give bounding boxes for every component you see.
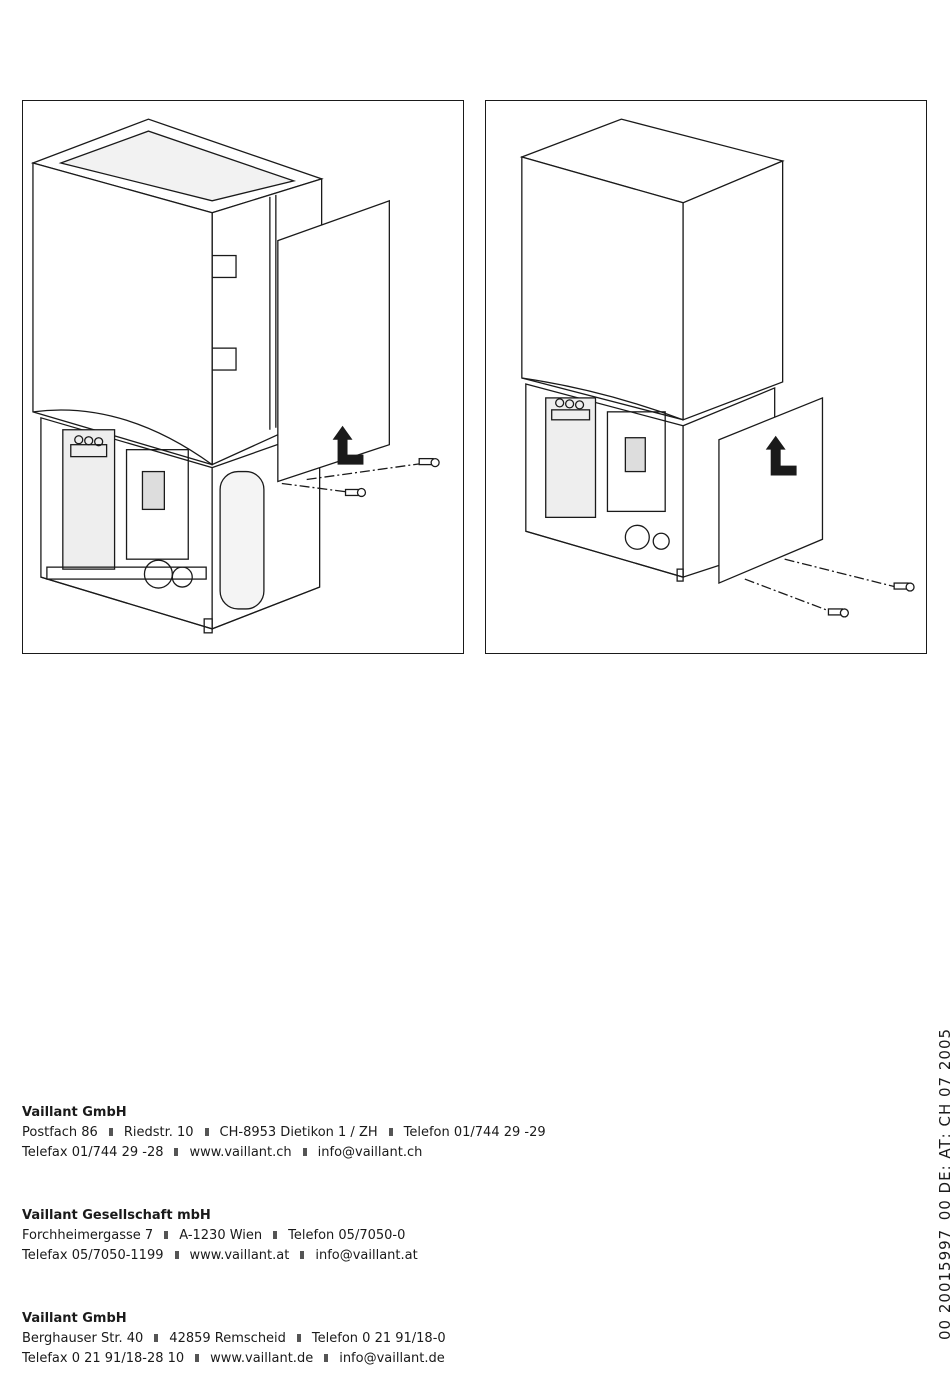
address-email[interactable]: info@vaillant.ch — [317, 1145, 423, 1160]
address-line-2: Telefax 01/744 29 -28 www.vaillant.ch info… — [22, 1143, 546, 1163]
address-line-1: Berghauser Str. 40 42859 Remscheid Telefon… — [22, 1329, 446, 1349]
address-line-2: Telefax 0 21 91/18-28 10 www.vaillant.de i… — [22, 1349, 446, 1369]
separator-icon — [154, 1334, 159, 1342]
separator-icon — [296, 1334, 301, 1342]
address-phone: Telefon 0 21 91/18-0 — [311, 1331, 446, 1346]
address-fax: Telefax 01/744 29 -28 — [22, 1145, 164, 1160]
address-block-at: Vaillant Gesellschaft mbH Forchheimergas… — [22, 1206, 418, 1266]
address-street: Riedstr. 10 — [123, 1125, 194, 1140]
address-phone: Telefon 01/744 29 -29 — [403, 1125, 546, 1140]
address-block-ch: Vaillant GmbH Postfach 86 Riedstr. 10 CH-8… — [22, 1103, 546, 1163]
address-street: Berghauser Str. 40 — [22, 1331, 144, 1346]
address-fax: Telefax 05/7050-1199 — [22, 1248, 164, 1263]
address-city: 42859 Remscheid — [169, 1331, 286, 1346]
address-line-2: Telefax 05/7050-1199 www.vaillant.at info@… — [22, 1246, 418, 1266]
address-email[interactable]: info@vaillant.de — [339, 1351, 445, 1366]
separator-icon — [324, 1354, 329, 1362]
separator-icon — [273, 1231, 278, 1239]
separator-icon — [204, 1128, 209, 1136]
heat-pump-lower-panel-removal-icon — [519, 118, 915, 618]
figure-left — [22, 100, 464, 654]
company-name: Vaillant GmbH — [22, 1105, 127, 1120]
address-line-1: Forchheimergasse 7 A-1230 Wien Telefon 05/… — [22, 1226, 418, 1246]
address-postbox: Postfach 86 — [22, 1125, 98, 1140]
separator-icon — [388, 1128, 393, 1136]
separator-icon — [108, 1128, 113, 1136]
address-fax: Telefax 0 21 91/18-28 10 — [22, 1351, 185, 1366]
address-website[interactable]: www.vaillant.de — [210, 1351, 314, 1366]
address-block-de: Vaillant GmbH Berghauser Str. 40 42859 Re… — [22, 1309, 446, 1369]
separator-icon — [302, 1148, 307, 1156]
document-code: 00 20015997_00 DE; AT; CH 07 2005 — [936, 1027, 950, 1340]
address-website[interactable]: www.vaillant.ch — [189, 1145, 292, 1160]
separator-icon — [300, 1251, 305, 1259]
heat-pump-front-panel-removal-icon — [30, 118, 440, 634]
address-street: Forchheimergasse 7 — [22, 1228, 154, 1243]
address-website[interactable]: www.vaillant.at — [189, 1248, 290, 1263]
separator-icon — [174, 1251, 179, 1259]
company-name: Vaillant GmbH — [22, 1311, 127, 1326]
address-city: A-1230 Wien — [179, 1228, 263, 1243]
address-phone: Telefon 05/7050-0 — [288, 1228, 406, 1243]
figure-right — [485, 100, 927, 654]
address-line-1: Postfach 86 Riedstr. 10 CH-8953 Dietikon 1… — [22, 1123, 546, 1143]
address-city: CH-8953 Dietikon 1 / ZH — [219, 1125, 378, 1140]
company-name: Vaillant Gesellschaft mbH — [22, 1208, 211, 1223]
separator-icon — [174, 1148, 179, 1156]
separator-icon — [164, 1231, 169, 1239]
separator-icon — [195, 1354, 200, 1362]
address-email[interactable]: info@vaillant.at — [315, 1248, 418, 1263]
